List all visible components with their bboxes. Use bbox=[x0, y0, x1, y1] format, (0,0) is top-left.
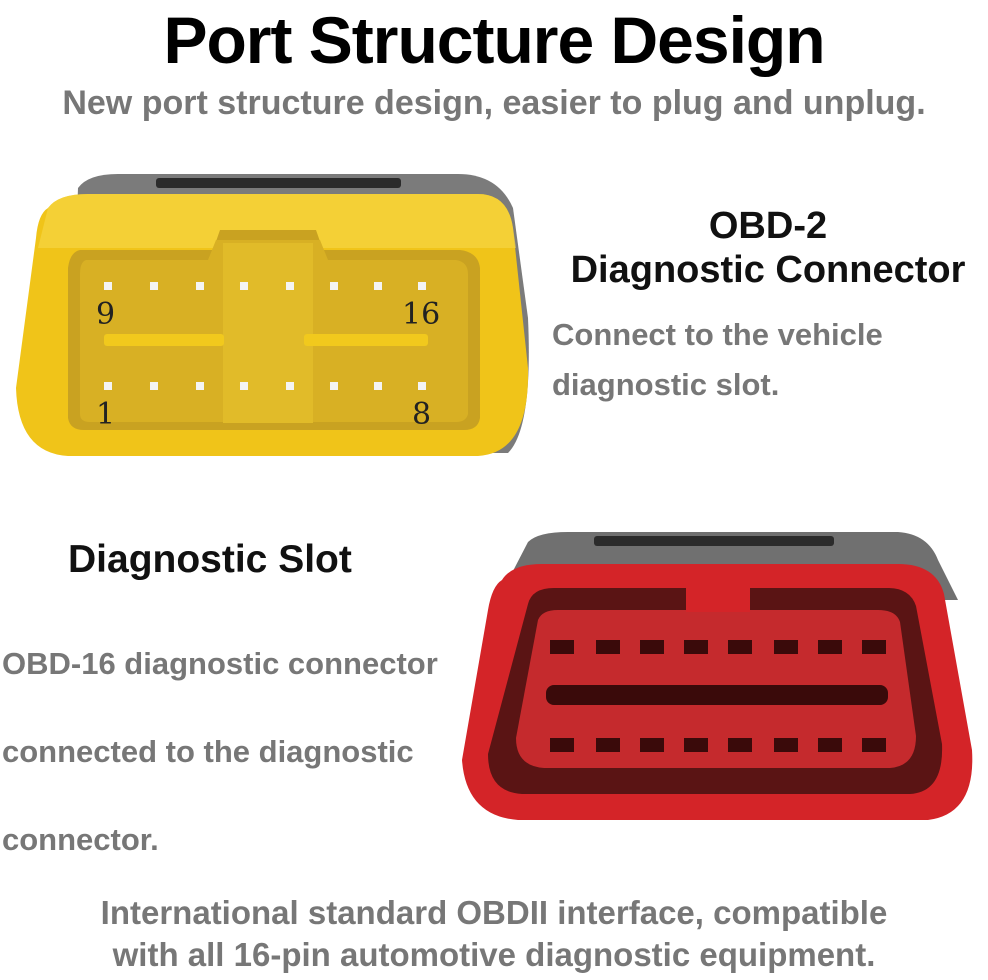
connector-description-line1: Connect to the vehicle bbox=[552, 317, 883, 352]
pin-label-1: 1 bbox=[96, 397, 115, 432]
diagnostic-slot-image bbox=[462, 532, 973, 820]
footer-note: International standard OBDII interface, … bbox=[0, 892, 988, 976]
page-subtitle: New port structure design, easier to plu… bbox=[62, 84, 926, 122]
footer-line2: with all 16-pin automotive diagnostic eq… bbox=[112, 936, 876, 973]
connector-description: Connect to the vehicle diagnostic slot. bbox=[552, 310, 972, 410]
connector-heading-line1: OBD-2 bbox=[708, 205, 828, 247]
pin-label-8: 8 bbox=[412, 397, 431, 432]
slot-description-line2: connected to the diagnostic bbox=[2, 734, 414, 769]
slot-heading: Diagnostic Slot bbox=[68, 538, 352, 581]
connector-description-line2: diagnostic slot. bbox=[552, 367, 780, 402]
connector-heading-line2: Diagnostic Connector bbox=[570, 249, 966, 291]
slot-description-line1: OBD-16 diagnostic connector bbox=[2, 646, 438, 681]
slot-description-line3: connector. bbox=[2, 822, 159, 857]
slot-description: OBD-16 diagnostic connector connected to… bbox=[2, 598, 482, 906]
obd2-connector-image: 9 16 1 8 bbox=[16, 174, 529, 456]
pin-label-9: 9 bbox=[96, 297, 115, 332]
connector-heading: OBD-2 Diagnostic Connector bbox=[548, 204, 988, 292]
page-title: Port Structure Design bbox=[163, 3, 825, 77]
pin-label-16: 16 bbox=[402, 297, 440, 332]
footer-line1: International standard OBDII interface, … bbox=[100, 894, 888, 931]
